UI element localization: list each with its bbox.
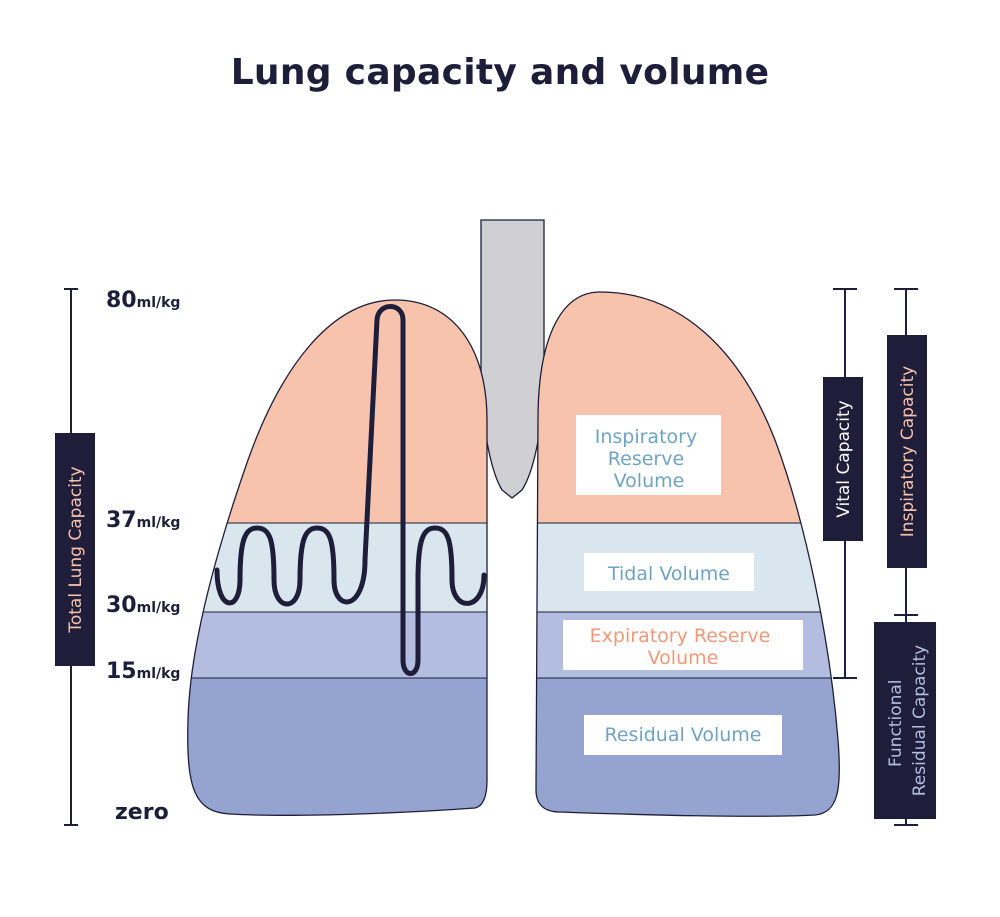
vital-capacity-bracket: Vital Capacity bbox=[823, 288, 863, 679]
right-lung-outline bbox=[535, 291, 841, 817]
inspiratory-capacity-bracket: Inspiratory Capacity bbox=[887, 288, 927, 616]
svg-text:Inspiratory Reserve: Inspiratory Reserve Volume bbox=[595, 426, 704, 492]
erv-label: Expiratory Reserve Volume bbox=[563, 620, 803, 670]
svg-text:Expiratory Reserve Volum: Expiratory Reserve Volume bbox=[590, 625, 777, 669]
left-lung-outline bbox=[187, 299, 488, 816]
svg-text:Residual Volume: Residual Volume bbox=[605, 724, 762, 746]
tidal-volume-label: Tidal Volume bbox=[584, 553, 754, 591]
tick-80: 80ml/kg bbox=[106, 288, 180, 313]
total-lung-capacity-bracket: Total Lung Capacity bbox=[55, 288, 95, 826]
inspiratory-capacity-label: Inspiratory Capacity bbox=[898, 366, 918, 537]
functional-residual-capacity-bracket: Functional Residual Capacity bbox=[874, 615, 936, 826]
spirometry-trace bbox=[214, 304, 487, 676]
erv-label-line2: Volume bbox=[648, 647, 719, 669]
irv-label-line3: Volume bbox=[614, 470, 685, 492]
tick-37: 37ml/kg bbox=[106, 508, 180, 533]
frc-label-line2: Residual Capacity bbox=[910, 645, 930, 797]
trachea bbox=[480, 219, 545, 499]
frc-label-line1: Functional bbox=[886, 679, 906, 766]
tick-30: 30ml/kg bbox=[106, 593, 180, 618]
irv-label-line1: Inspiratory bbox=[595, 426, 697, 448]
erv-label-line1: Expiratory Reserve bbox=[590, 625, 771, 647]
irv-label: Inspiratory Reserve Volume bbox=[576, 415, 721, 495]
tick-zero: zero bbox=[115, 800, 169, 825]
left-lung bbox=[187, 300, 487, 816]
vital-capacity-label: Vital Capacity bbox=[834, 400, 854, 517]
total-lung-capacity-label: Total Lung Capacity bbox=[66, 466, 86, 633]
tick-15: 15ml/kg bbox=[106, 659, 180, 684]
residual-volume-label: Residual Volume bbox=[584, 715, 782, 755]
irv-label-line2: Reserve bbox=[608, 448, 684, 470]
svg-text:Functional Residual Capa: Functional Residual Capacity bbox=[886, 645, 930, 797]
diagram-title: Lung capacity and volume bbox=[230, 52, 770, 93]
svg-text:Tidal Volume: Tidal Volume bbox=[607, 563, 730, 585]
